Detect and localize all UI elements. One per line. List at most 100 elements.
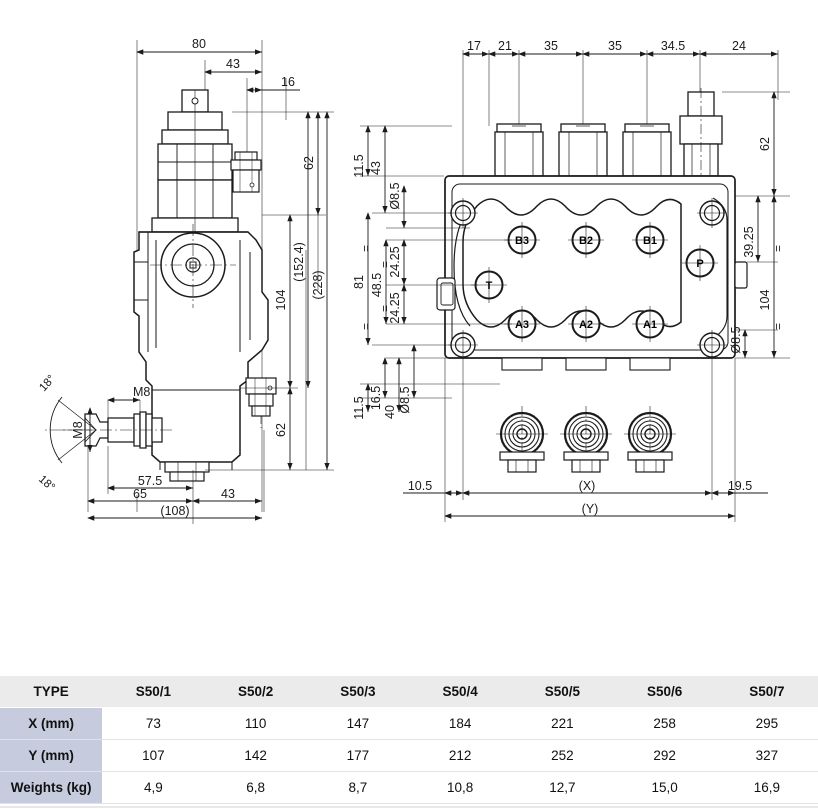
port-T: T bbox=[470, 266, 508, 304]
dim-label: 11.5 bbox=[352, 396, 366, 419]
table-cell: 258 bbox=[613, 707, 716, 740]
top-dimension-chain: 17 21 35 35 34.5 24 bbox=[462, 39, 779, 196]
left-side-elevation-view: 80 43 16 bbox=[36, 37, 334, 524]
table-header: TYPE S50/1 S50/2 S50/3 S50/4 S50/5 S50/6… bbox=[0, 676, 818, 708]
dim-label: 62 bbox=[758, 137, 772, 151]
dim-10-5: 10.5 bbox=[403, 479, 463, 496]
thread-label: M8 bbox=[133, 385, 150, 399]
table-cell: 252 bbox=[511, 739, 614, 772]
dim-80: 80 bbox=[136, 37, 262, 55]
table-cell: 15,0 bbox=[613, 771, 716, 804]
table-header-row: TYPE S50/1 S50/2 S50/3 S50/4 S50/5 S50/6… bbox=[0, 676, 818, 708]
dim-label: Ø8.5 bbox=[388, 182, 402, 209]
dim-label: (228) bbox=[311, 270, 325, 299]
row-label: Weights (kg) bbox=[0, 771, 103, 804]
port-B2: B2 bbox=[567, 221, 605, 259]
table-cell: 16,9 bbox=[715, 771, 818, 804]
dim-label: 104 bbox=[758, 290, 772, 311]
table-header-cell-s50-7: S50/7 bbox=[715, 676, 818, 708]
dim-label: 57.5 bbox=[138, 474, 162, 488]
table-row: X (mm) 73 110 147 184 221 258 295 bbox=[0, 707, 818, 740]
dim-48-5: 48.5 bbox=[370, 239, 389, 324]
dim-d8-5-upper: Ø8.5 bbox=[388, 182, 407, 228]
port-P: P bbox=[681, 244, 719, 282]
table-cell: 73 bbox=[102, 707, 205, 740]
table-header-cell-s50-3: S50/3 bbox=[306, 676, 409, 708]
port-B1: B1 bbox=[631, 221, 669, 259]
table-bottom-rule bbox=[0, 806, 818, 808]
dim-label: 34.5 bbox=[661, 39, 685, 53]
port-label: B3 bbox=[515, 235, 529, 247]
dim-d8-5-right: Ø8.5 bbox=[729, 326, 748, 358]
dim-label: 43 bbox=[221, 487, 235, 501]
dim-label: 62 bbox=[274, 423, 288, 437]
dim-104-left-view: 104 bbox=[274, 214, 293, 388]
row-label: X (mm) bbox=[0, 707, 103, 740]
dim-16-5: 16.5 bbox=[369, 357, 388, 410]
bottom-port-fittings bbox=[164, 461, 210, 482]
dim-d8-5-lower: Ø8.5 bbox=[398, 344, 417, 414]
table-header-cell-s50-4: S50/4 bbox=[409, 676, 512, 708]
dim-228: (228) bbox=[311, 111, 330, 470]
svg-text:=: = bbox=[378, 261, 392, 268]
dim-43-right-view: 43 bbox=[369, 125, 388, 213]
dim-label: 65 bbox=[133, 487, 147, 501]
dim-label: 39.25 bbox=[742, 226, 756, 257]
spec-table-container: TYPE S50/1 S50/2 S50/3 S50/4 S50/5 S50/6… bbox=[0, 676, 818, 804]
row-label: Y (mm) bbox=[0, 739, 103, 772]
table-header-cell-s50-5: S50/5 bbox=[511, 676, 614, 708]
dim-39-25: 39.25 bbox=[742, 195, 761, 262]
dim-label: Ø8.5 bbox=[729, 326, 743, 353]
table-cell: 142 bbox=[204, 739, 307, 772]
valve-body-outline bbox=[133, 231, 269, 463]
dim-label: 43 bbox=[226, 57, 240, 71]
dim-label: 48.5 bbox=[370, 273, 384, 297]
dim-11-5-top: 11.5 bbox=[352, 125, 371, 178]
table-header-cell-s50-6: S50/6 bbox=[613, 676, 716, 708]
dim-24-25-upper: 24.25 bbox=[388, 239, 407, 285]
table-cell: 212 bbox=[409, 739, 512, 772]
port-A2: A2 bbox=[567, 305, 605, 343]
dim-11-5-bottom: 11.5 bbox=[352, 383, 371, 420]
svg-text:=: = bbox=[378, 305, 392, 312]
dim-label: (108) bbox=[160, 504, 189, 518]
table-cell: 10,8 bbox=[409, 771, 512, 804]
table-cell: 292 bbox=[613, 739, 716, 772]
svg-text:=: = bbox=[359, 323, 373, 330]
dim-62-lower: 62 bbox=[274, 387, 293, 470]
svg-text:=: = bbox=[359, 245, 373, 252]
dim-62-right-view: 62 bbox=[758, 91, 777, 196]
dim-label: 40 bbox=[383, 405, 397, 419]
dim-43-top: 43 bbox=[204, 57, 262, 75]
svg-text:=: = bbox=[771, 245, 785, 252]
dim-label: 24 bbox=[732, 39, 746, 53]
dim-label: 35 bbox=[544, 39, 558, 53]
port-label: A1 bbox=[643, 319, 657, 331]
dim-label: 62 bbox=[302, 156, 316, 170]
dim-label: 81 bbox=[352, 275, 366, 289]
port-label: A2 bbox=[579, 319, 593, 331]
port-label: P bbox=[696, 258, 703, 270]
dim-81: 81 bbox=[352, 212, 371, 345]
specifications-table: TYPE S50/1 S50/2 S50/3 S50/4 S50/5 S50/6… bbox=[0, 676, 818, 804]
table-body: X (mm) 73 110 147 184 221 258 295 Y (mm)… bbox=[0, 707, 818, 804]
dim-label: 16.5 bbox=[369, 386, 383, 410]
port-A1: A1 bbox=[631, 305, 669, 343]
actuator-stack bbox=[151, 89, 239, 233]
table-cell: 177 bbox=[306, 739, 409, 772]
dim-104-right-view: 104 bbox=[758, 195, 777, 358]
dim-label: 104 bbox=[274, 290, 288, 311]
table-cell: 147 bbox=[306, 707, 409, 740]
inlet-hex-fitting bbox=[679, 88, 723, 182]
dim-65: 65 bbox=[87, 487, 193, 504]
dim-label: (152.4) bbox=[292, 242, 306, 282]
dim-40: 40 bbox=[383, 357, 402, 419]
bottom-outlet-fittings bbox=[494, 357, 678, 473]
dim-label: 21 bbox=[498, 39, 512, 53]
table-cell: 6,8 bbox=[204, 771, 307, 804]
port-label: A3 bbox=[515, 319, 529, 331]
dim-label: 19.5 bbox=[728, 479, 752, 493]
dim-label: 24.25 bbox=[388, 246, 402, 277]
dim-label: Ø8.5 bbox=[398, 386, 412, 413]
table-cell: 295 bbox=[715, 707, 818, 740]
